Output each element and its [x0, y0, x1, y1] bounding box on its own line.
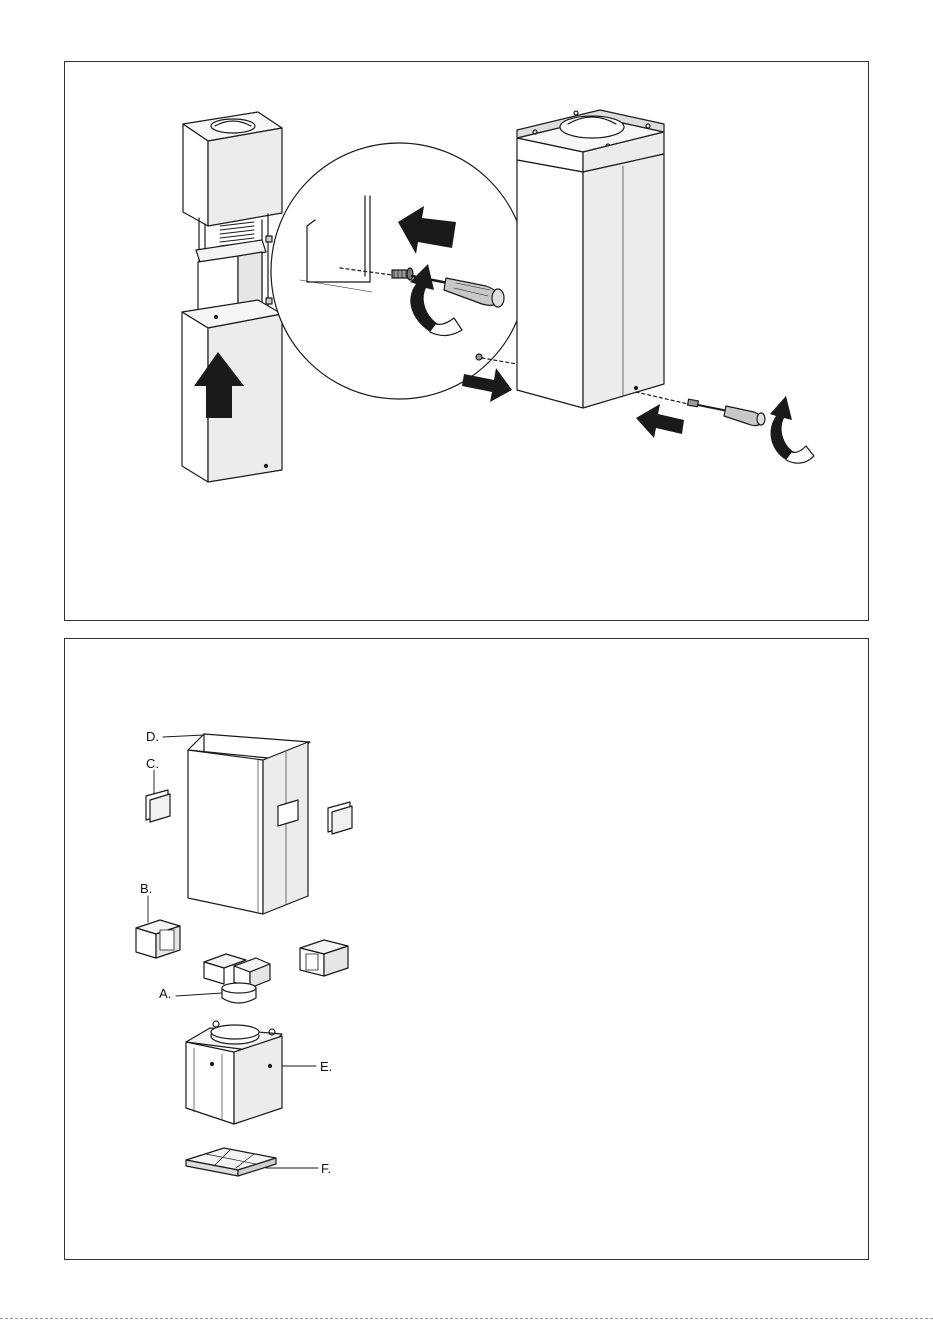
screwdriver-icon: [688, 399, 765, 425]
label-e: E.: [320, 1060, 332, 1073]
air-outlet-part: [204, 954, 270, 1003]
pad-part: [328, 802, 352, 834]
screw-icon: [476, 354, 482, 360]
detail-magnifier: [271, 143, 527, 399]
bracket-part: [300, 940, 348, 976]
chimney-shell-part: [188, 734, 310, 914]
filter-part: [186, 1148, 276, 1176]
label-d: D.: [146, 730, 159, 743]
label-c: C.: [146, 757, 159, 770]
label-a: A.: [159, 987, 171, 1000]
label-f: F.: [321, 1162, 331, 1175]
bracket-part: [136, 920, 180, 958]
motor-body-part: [186, 1021, 282, 1124]
label-b: B.: [140, 882, 152, 895]
pad-part: [146, 790, 170, 822]
screw-icon: [392, 268, 413, 280]
curved-arrow-icon: [770, 396, 814, 463]
mounted-chimney: [517, 110, 664, 408]
arrow-left-icon: [636, 404, 684, 438]
upper-chimney: [183, 112, 282, 226]
page-cut-line: [0, 1318, 933, 1319]
